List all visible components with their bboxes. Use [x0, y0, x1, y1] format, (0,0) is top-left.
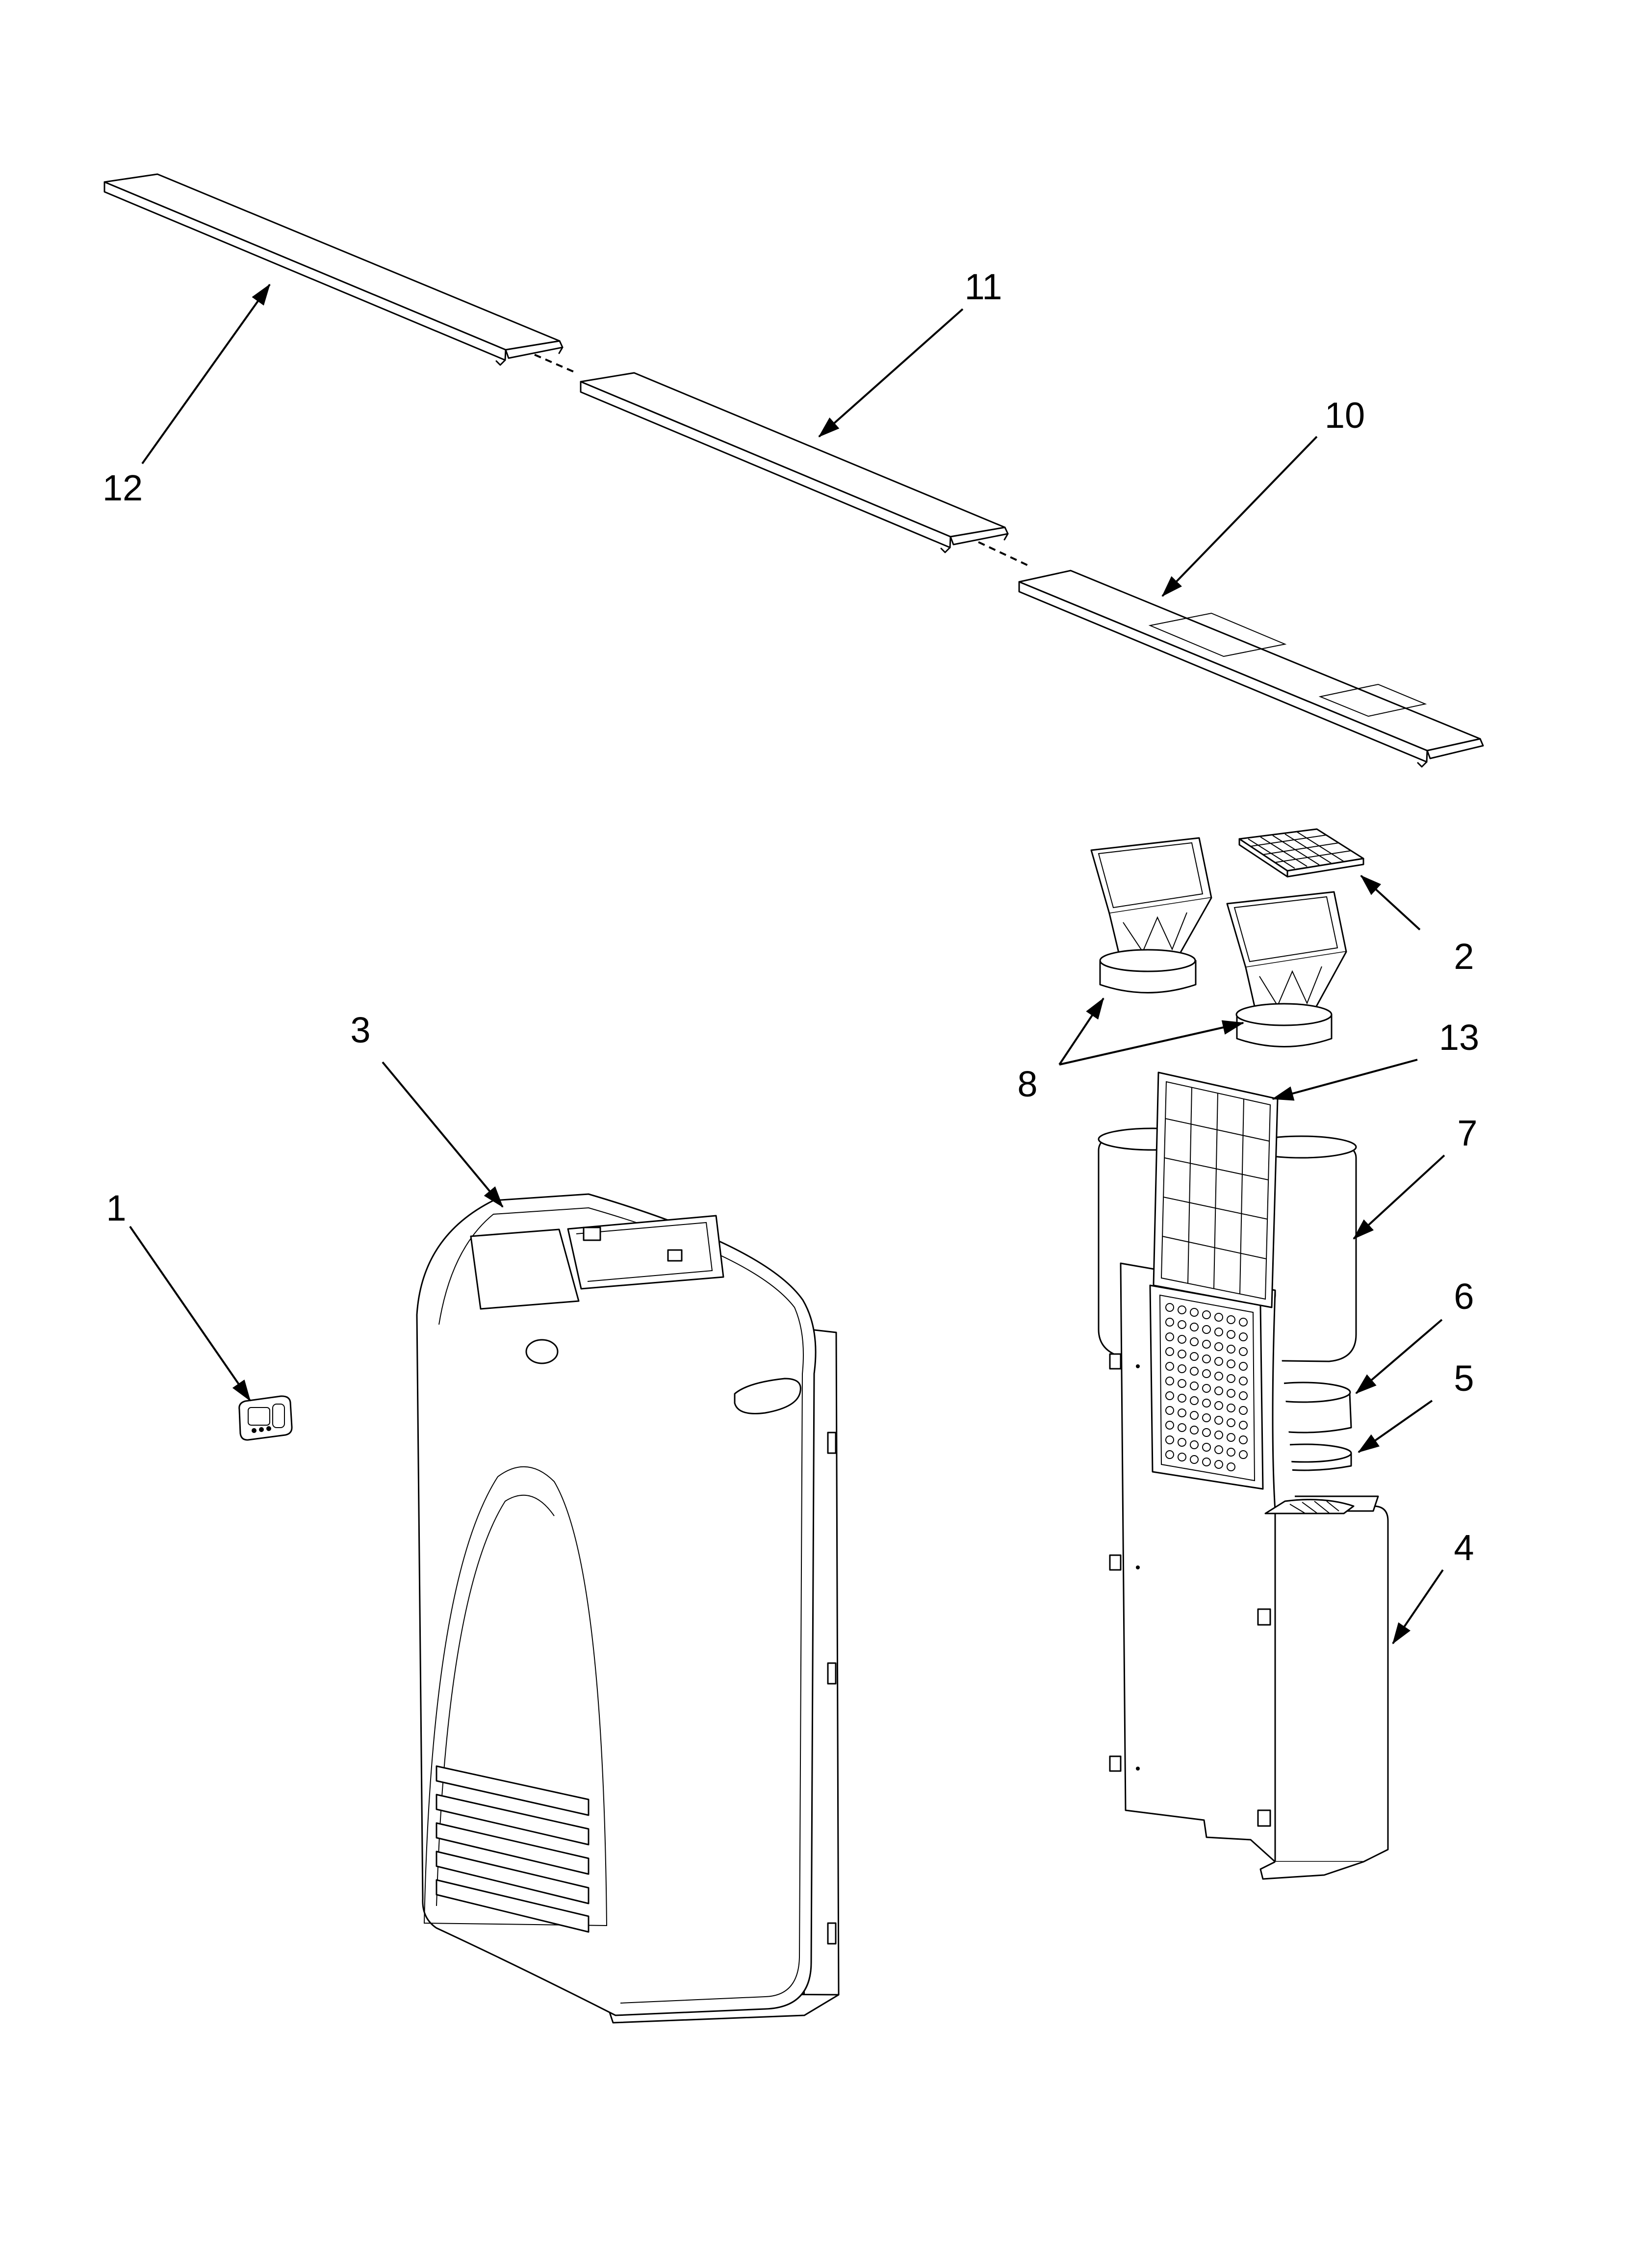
callout-12: 12	[103, 468, 143, 508]
panel-join-line-1	[534, 354, 577, 374]
callout-4: 4	[1454, 1527, 1474, 1568]
callout-6: 6	[1454, 1276, 1474, 1317]
callout-2: 2	[1454, 936, 1474, 977]
window-panel-right	[1018, 570, 1484, 768]
front-cabinet	[416, 1193, 840, 2024]
callout-5: 5	[1454, 1358, 1474, 1399]
leader-lines	[129, 284, 1445, 1644]
callout-1: 1	[106, 1188, 126, 1228]
perforated-grille	[1159, 1294, 1256, 1482]
callout-11: 11	[965, 266, 1002, 307]
rear-housing	[1109, 1262, 1389, 1880]
callout-8: 8	[1017, 1064, 1037, 1104]
callout-10: 10	[1325, 395, 1365, 436]
callout-labels: 12 11 10 2 3 8 13 7 1 6 5 4	[103, 266, 1479, 1568]
cabinet-vent-louvers	[436, 1765, 590, 1933]
air-filter	[1153, 1071, 1279, 1308]
filter-grille	[1238, 828, 1364, 878]
exhaust-adapter-right	[1226, 891, 1347, 1047]
callout-3: 3	[350, 1010, 370, 1050]
window-panel-middle	[580, 372, 1009, 553]
callout-7: 7	[1457, 1113, 1477, 1153]
remote-control	[238, 1395, 293, 1441]
callout-13: 13	[1439, 1017, 1479, 1058]
exhaust-adapter-left	[1090, 837, 1212, 993]
panel-join-line-2	[978, 541, 1028, 566]
window-panel-left	[103, 173, 564, 366]
